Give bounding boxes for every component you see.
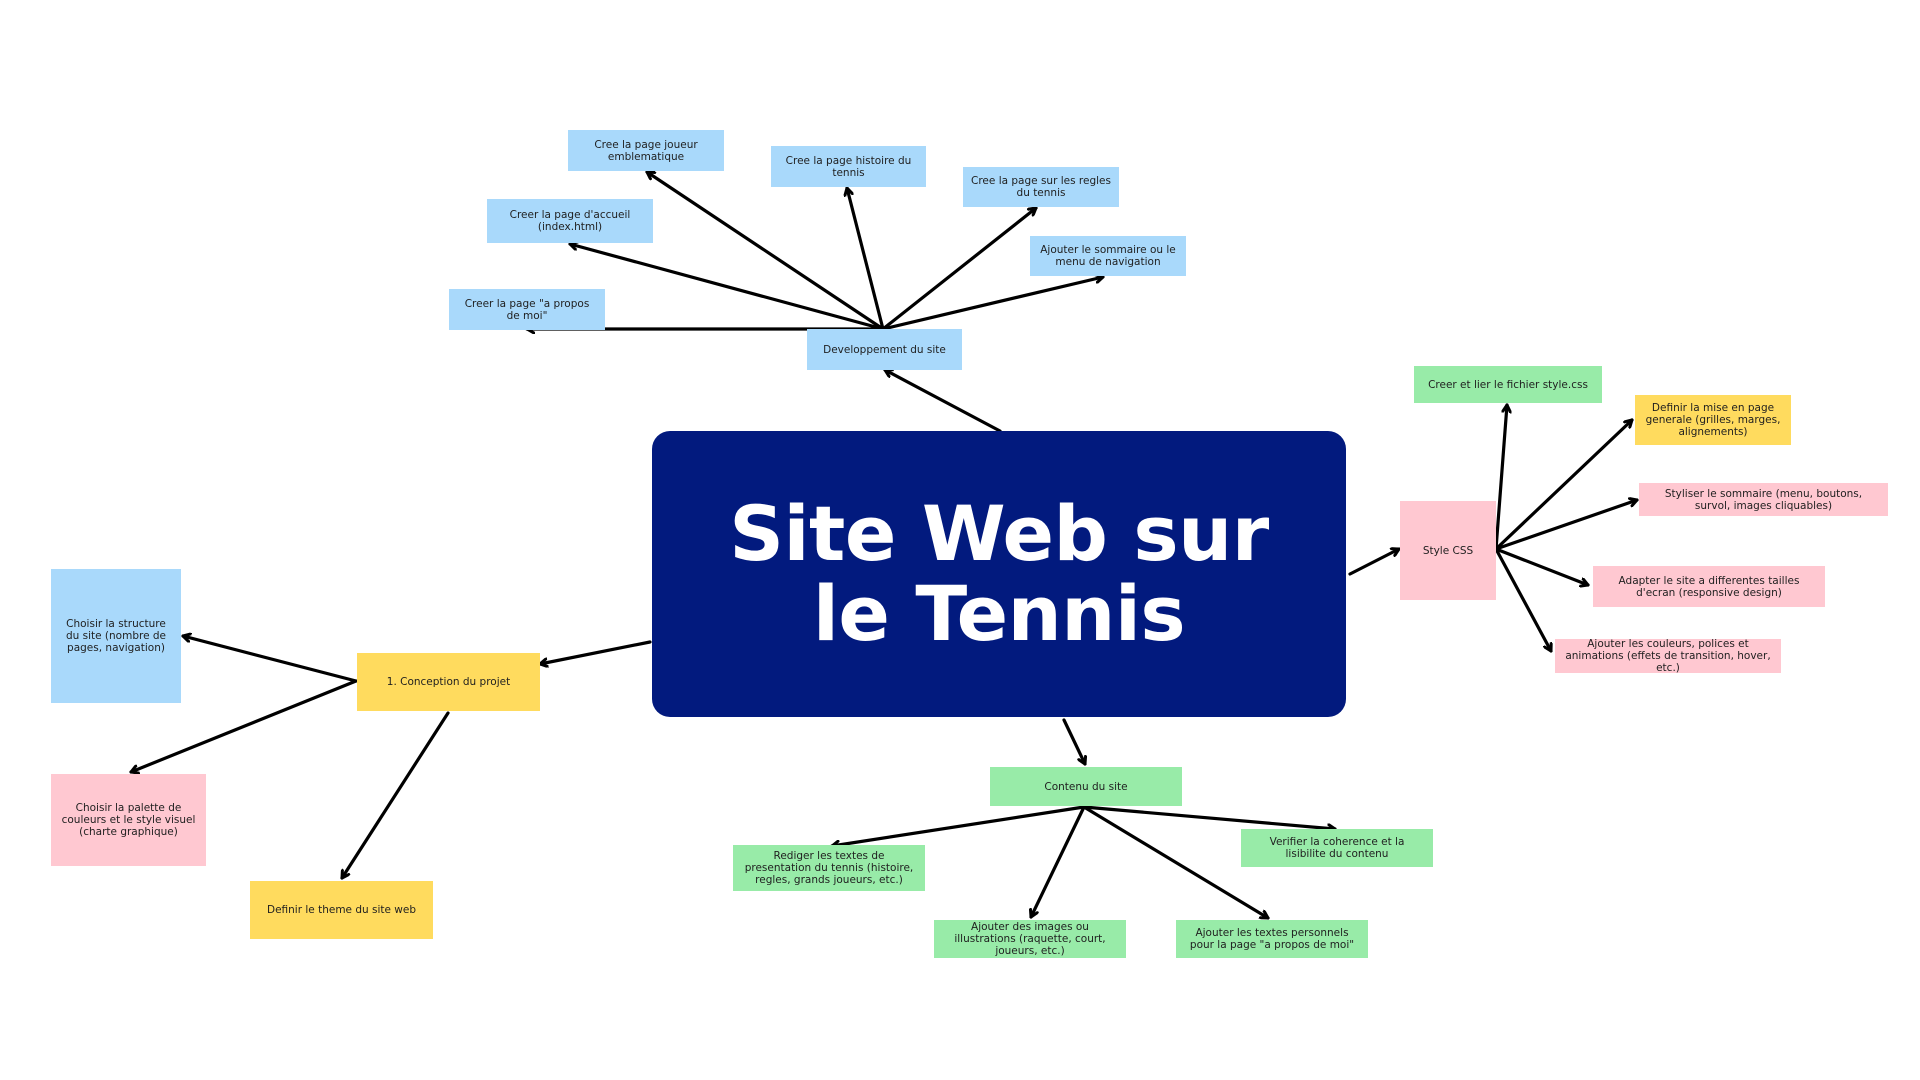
central-topic-title: Site Web sur le Tennis — [729, 489, 1269, 658]
node-styliser-sommaire[interactable]: Styliser le sommaire (menu, boutons, sur… — [1639, 483, 1888, 516]
node-ajouter-images[interactable]: Ajouter des images ou illustrations (raq… — [934, 920, 1126, 958]
node-verifier-coherence[interactable]: Verifier la coherence et la lisibilite d… — [1241, 829, 1433, 867]
connector-dev-accueil — [568, 244, 885, 331]
connector-style-sommaire — [1494, 500, 1639, 551]
node-cree-page-histoire[interactable]: Cree la page histoire du tennis — [771, 146, 926, 187]
branch-style-css[interactable]: Style CSS — [1400, 501, 1496, 600]
node-ajouter-textes-personnels[interactable]: Ajouter les textes personnels pour la pa… — [1176, 920, 1368, 958]
connector-central-contenu — [1062, 718, 1085, 766]
connector-central-style — [1348, 549, 1401, 576]
connector-central-developpement — [883, 370, 1002, 433]
connector-contenu-images — [1031, 805, 1086, 919]
connector-dev-regles — [881, 206, 1038, 331]
connector-dev-sommaire — [881, 277, 1105, 331]
node-creer-page-apropos[interactable]: Creer la page "a propos de moi" — [449, 289, 605, 330]
branch-contenu-site[interactable]: Contenu du site — [990, 767, 1182, 806]
branch-conception-projet[interactable]: 1. Conception du projet — [357, 653, 540, 711]
node-creer-page-accueil[interactable]: Creer la page d'accueil (index.html) — [487, 199, 653, 243]
connector-style-miseenpage — [1494, 418, 1634, 551]
connector-central-conception — [538, 640, 652, 664]
node-choisir-palette[interactable]: Choisir la palette de couleurs et le sty… — [51, 774, 206, 866]
node-cree-page-joueur[interactable]: Cree la page joueur emblematique — [568, 130, 724, 171]
connector-contenu-verifier — [1082, 805, 1337, 829]
connector-contenu-rediger — [830, 805, 1086, 846]
branch-developpement[interactable]: Developpement du site — [807, 329, 962, 370]
node-definir-theme[interactable]: Definir le theme du site web — [250, 881, 433, 939]
connector-style-couleurs — [1494, 547, 1551, 653]
connector-conception-theme — [340, 711, 450, 880]
connector-style-fichier — [1494, 403, 1507, 551]
connector-dev-histoire — [847, 186, 885, 331]
node-creer-fichier-style[interactable]: Creer et lier le fichier style.css — [1414, 366, 1602, 403]
central-topic[interactable]: Site Web sur le Tennis — [652, 431, 1346, 717]
connector-dev-joueur — [645, 170, 885, 331]
node-ajouter-couleurs[interactable]: Ajouter les couleurs, polices et animati… — [1555, 638, 1781, 674]
node-rediger-textes[interactable]: Rediger les textes de presentation du te… — [733, 845, 925, 891]
node-choisir-structure[interactable]: Choisir la structure du site (nombre de … — [51, 569, 181, 703]
connector-style-responsive — [1494, 547, 1590, 585]
node-definir-mise-en-page[interactable]: Definir la mise en page generale (grille… — [1635, 395, 1791, 445]
node-ajouter-sommaire[interactable]: Ajouter le sommaire ou le menu de naviga… — [1030, 236, 1186, 276]
node-cree-page-regles[interactable]: Cree la page sur les regles du tennis — [963, 167, 1119, 207]
node-adapter-responsive[interactable]: Adapter le site a differentes tailles d'… — [1593, 566, 1825, 607]
connector-conception-structure — [181, 636, 358, 683]
